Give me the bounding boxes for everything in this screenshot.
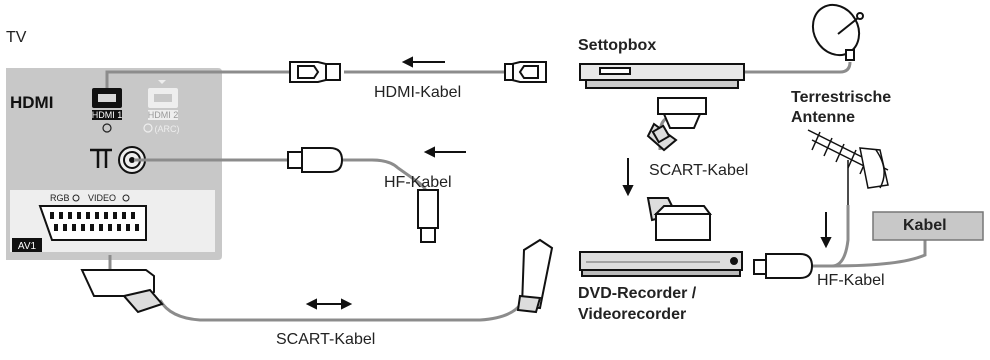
scart-pin bbox=[81, 224, 85, 231]
tv-panel: HDMI HDMI 1 HDMI 2 (ARC) bbox=[6, 68, 222, 260]
scart-pin bbox=[104, 212, 108, 219]
scart-pin bbox=[68, 212, 72, 219]
scart-pin bbox=[72, 224, 76, 231]
scart-pin bbox=[90, 224, 94, 231]
scart-pin bbox=[113, 212, 117, 219]
scart-cable-bottom-label: SCART-Kabel bbox=[276, 331, 376, 348]
scart-connector-bottom bbox=[646, 197, 712, 241]
scart-pin bbox=[63, 224, 67, 231]
scart-pin bbox=[122, 212, 126, 219]
satellite-dish-icon bbox=[811, 3, 864, 61]
settopbox-device bbox=[579, 63, 745, 89]
av1-label: AV1 bbox=[18, 241, 37, 252]
scart-pin bbox=[117, 224, 121, 231]
hdmi-logo: HDMI bbox=[10, 93, 53, 112]
hdmi-connector-right bbox=[504, 61, 547, 83]
scart-pin bbox=[50, 212, 54, 219]
hdmi-cable-label: HDMI-Kabel bbox=[374, 84, 462, 101]
scart-pin bbox=[131, 212, 135, 219]
video-label: VIDEO bbox=[88, 193, 116, 203]
input-icon bbox=[102, 123, 112, 133]
terrestrial-label-2: Antenne bbox=[791, 109, 855, 126]
scart-pin bbox=[99, 224, 103, 231]
rgb-label: RGB bbox=[50, 193, 70, 203]
hdmi2-label: HDMI 2 bbox=[148, 110, 179, 120]
settopbox-label: Settopbox bbox=[578, 37, 657, 54]
left-arrow-icon bbox=[401, 56, 445, 68]
tv-title: TV bbox=[6, 29, 27, 46]
hdmi2-port[interactable] bbox=[148, 80, 178, 120]
rf-cable-top-label: HF-Kabel bbox=[384, 174, 452, 191]
antenna-symbol-icon bbox=[90, 148, 112, 168]
scart-connector-recorder bbox=[516, 238, 554, 314]
scart-port[interactable] bbox=[38, 205, 147, 241]
scart-pin bbox=[59, 212, 63, 219]
scart-pin bbox=[108, 224, 112, 231]
hdmi-connector-left bbox=[289, 61, 341, 83]
down-arrow-icon bbox=[622, 158, 634, 197]
recorder-label-2: Videorecorder bbox=[578, 306, 687, 323]
recorder-device bbox=[579, 251, 743, 277]
recorder-label-1: DVD-Recorder / bbox=[578, 285, 697, 302]
rf-connector-vertical bbox=[417, 189, 439, 243]
scart-pin bbox=[86, 212, 90, 219]
cable-box-label: Kabel bbox=[903, 217, 947, 234]
hdmi1-label: HDMI 1 bbox=[92, 110, 123, 120]
cable-box bbox=[872, 211, 984, 241]
scart-pin bbox=[95, 212, 99, 219]
scart-pin bbox=[135, 224, 139, 231]
scart-connector-tv bbox=[80, 269, 164, 314]
scart-cable-right-label: SCART-Kabel bbox=[649, 162, 749, 179]
scart-pin bbox=[54, 224, 58, 231]
scart-connector-top bbox=[646, 97, 707, 152]
arc-label: (ARC) bbox=[155, 124, 180, 134]
down-arrow-icon bbox=[820, 212, 832, 249]
rf-cable-right-label: HF-Kabel bbox=[817, 272, 885, 289]
rf-connector-top bbox=[287, 147, 344, 173]
double-arrow-icon bbox=[305, 298, 353, 310]
hdmi1-port[interactable] bbox=[92, 88, 122, 120]
antenna-icon bbox=[807, 129, 889, 205]
scart-pin bbox=[77, 212, 81, 219]
rf-connector-right bbox=[753, 253, 814, 279]
left-arrow-icon bbox=[423, 146, 466, 158]
terrestrial-label-1: Terrestrische bbox=[791, 89, 892, 106]
scart-pin bbox=[126, 224, 130, 231]
